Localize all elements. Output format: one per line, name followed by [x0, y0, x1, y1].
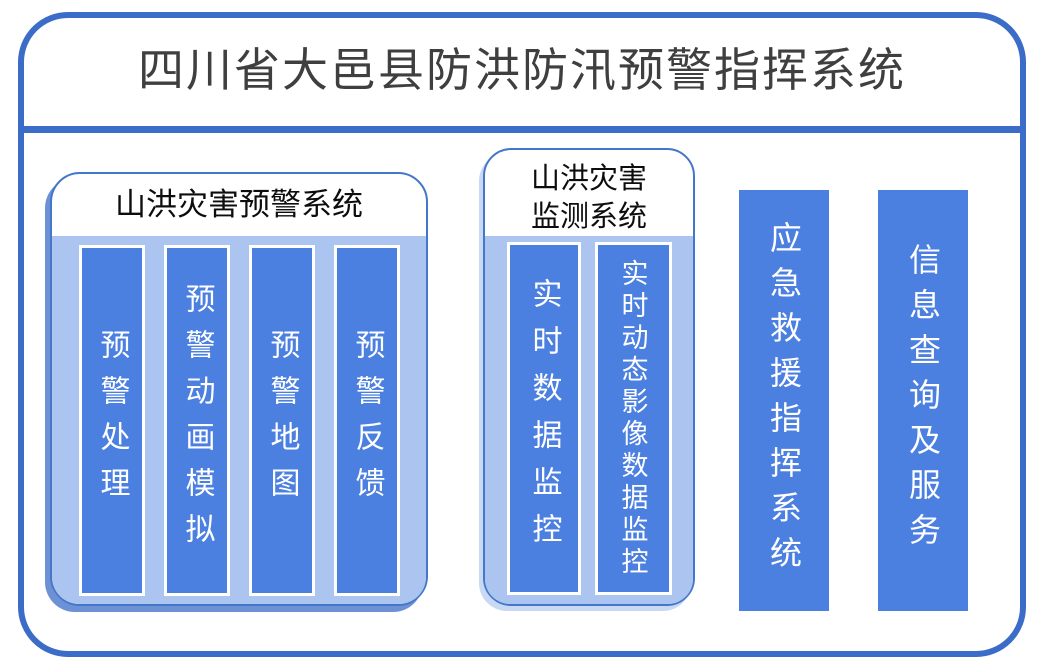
- group-flood-monitoring-title-line1: 山洪灾害: [530, 163, 647, 195]
- title-divider-line: [21, 126, 1023, 133]
- module-bar-emergency-rescue-command-system: 应急救援指挥系统: [739, 190, 829, 611]
- module-bar-warning-processing: 预警处理: [78, 245, 145, 596]
- module-bar-information-query-service: 信息查询及服务: [878, 190, 968, 611]
- group-flood-warning-band: 预警处理 预警动画模拟 预警地图 预警反馈: [52, 236, 426, 604]
- group-flood-monitoring-title-line2: 监测系统: [530, 201, 647, 233]
- diagram-outer-frame: [18, 12, 1026, 657]
- page-title: 四川省大邑县防洪防汛预警指挥系统: [138, 44, 906, 96]
- group-flood-monitoring-band: 实时数据监控 实时动态影像数据监控: [485, 236, 693, 604]
- group-flood-monitoring-title: 山洪灾害 监测系统: [485, 150, 693, 236]
- module-bar-warning-map: 预警地图: [248, 245, 315, 596]
- group-flood-warning-system: 山洪灾害预警系统 预警处理 预警动画模拟 预警地图 预警反馈: [50, 172, 428, 606]
- group-flood-monitoring-system: 山洪灾害 监测系统 实时数据监控 实时动态影像数据监控: [483, 148, 695, 606]
- module-bar-realtime-video-data-monitoring: 实时动态影像数据监控: [594, 242, 672, 595]
- module-bar-realtime-data-monitoring: 实时数据监控: [506, 242, 581, 595]
- module-bar-warning-animation-simulation: 预警动画模拟: [163, 245, 230, 596]
- group-flood-warning-title: 山洪灾害预警系统: [115, 187, 363, 222]
- module-bar-warning-feedback: 预警反馈: [333, 245, 400, 596]
